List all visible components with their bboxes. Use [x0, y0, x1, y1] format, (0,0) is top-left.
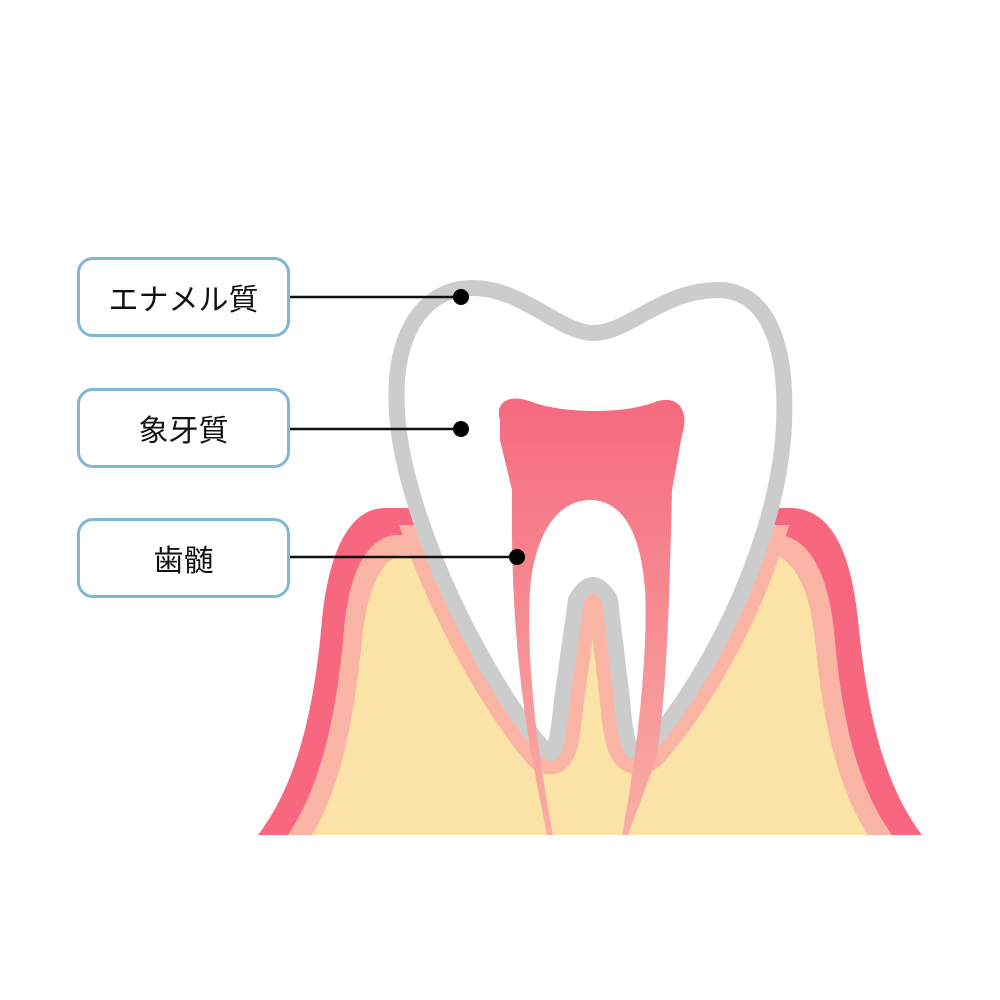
enamel: [388, 279, 793, 761]
enamel-label-text: エナメル質: [108, 283, 259, 318]
dentin-label: 象牙質: [77, 388, 290, 468]
pulp-label-text: 歯髄: [153, 544, 214, 579]
pulp: [498, 398, 685, 835]
enamel-label: エナメル質: [77, 257, 290, 337]
dentin-marker-dot: [453, 421, 469, 437]
pulp-label: 歯髄: [77, 518, 290, 598]
dentin-label-text: 象牙質: [138, 414, 229, 449]
enamel-marker-dot: [453, 289, 469, 305]
pulp-marker-dot: [509, 549, 525, 565]
